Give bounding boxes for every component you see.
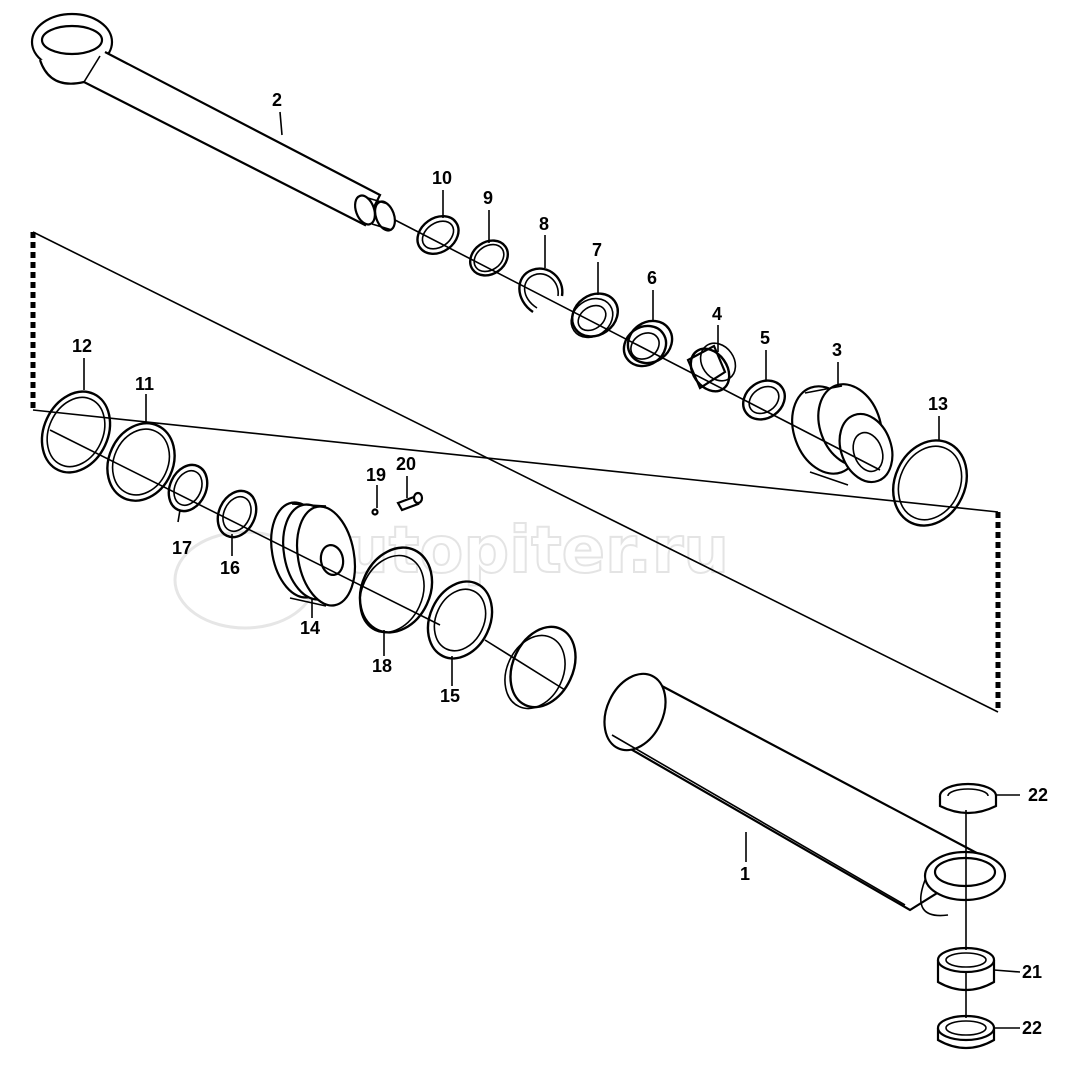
- callout-17: 17: [172, 538, 192, 558]
- rod-seal-7: [570, 292, 619, 339]
- bushing-4: [686, 342, 737, 393]
- ring-17: [167, 463, 209, 513]
- callout-22-top: 22: [1028, 785, 1048, 805]
- callout-15: 15: [440, 686, 460, 706]
- ring-11: [106, 422, 176, 502]
- callout-20: 20: [396, 454, 416, 474]
- ring-12: [40, 390, 112, 474]
- piston-14: [270, 501, 357, 607]
- bushing-22-bottom: [936, 1014, 996, 1050]
- callout-4: 4: [712, 304, 722, 324]
- ring-band: [504, 625, 577, 710]
- o-ring-13: [892, 439, 968, 527]
- seal-ring-9: [469, 239, 509, 277]
- callout-1: 1: [740, 864, 750, 884]
- callout-2: 2: [272, 90, 282, 110]
- seal-ring-10: [416, 215, 460, 255]
- guide-band-18: [358, 546, 434, 634]
- snap-ring-8: [518, 267, 564, 313]
- seal-15: [426, 580, 494, 660]
- callout-6: 6: [647, 268, 657, 288]
- callout-19: 19: [366, 465, 386, 485]
- pin-19: [371, 508, 379, 516]
- assembly-axes: [49, 219, 967, 1018]
- callout-9: 9: [483, 188, 493, 208]
- assembly-boundary: [30, 231, 1001, 713]
- wiper-6: [622, 319, 674, 368]
- callout-16: 16: [220, 558, 240, 578]
- callout-18: 18: [372, 656, 392, 676]
- callout-11: 11: [135, 374, 154, 394]
- callout-7: 7: [592, 240, 602, 260]
- callout-14: 14: [300, 618, 320, 638]
- bushing-22-top: [938, 782, 998, 815]
- callout-8: 8: [539, 214, 549, 234]
- cylinder-head-3: [791, 383, 894, 486]
- callout-3: 3: [832, 340, 842, 360]
- callout-12: 12: [72, 336, 92, 356]
- callout-5: 5: [760, 328, 770, 348]
- callout-13: 13: [928, 394, 948, 414]
- callouts: 2 10 9 8 7 6 4 5 3 13 12 11 17 16 14 19 …: [72, 90, 1048, 1038]
- cylinder-tube-1: [603, 672, 1007, 917]
- watermark: autopiter.ru: [173, 513, 730, 630]
- callout-21: 21: [1022, 962, 1042, 982]
- watermark-text: autopiter.ru: [300, 514, 729, 588]
- ring-16: [216, 489, 258, 539]
- callout-10: 10: [432, 168, 452, 188]
- piston-rod: [30, 12, 396, 232]
- screw-20: [396, 491, 424, 512]
- callout-22-bottom: 22: [1022, 1018, 1042, 1038]
- leader-lines: [83, 111, 1021, 1029]
